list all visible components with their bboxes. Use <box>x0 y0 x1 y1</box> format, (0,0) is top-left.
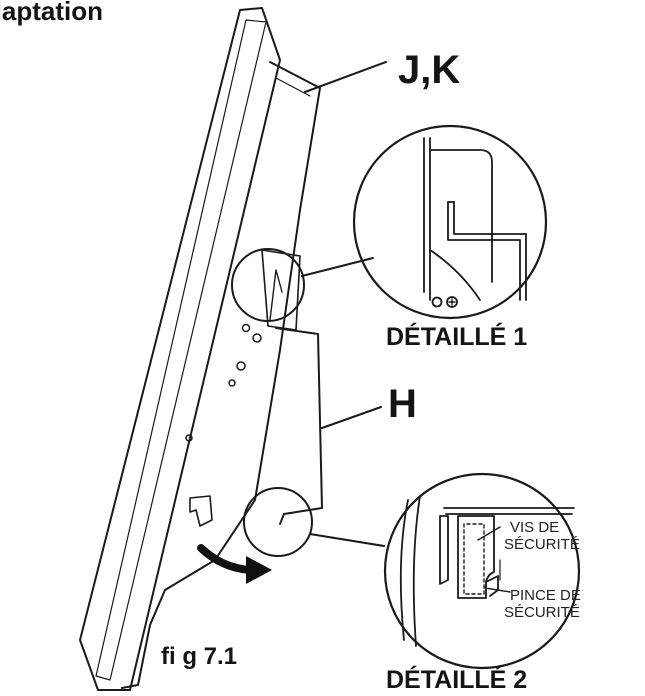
detail1-label: DÉTAILLÉ 1 <box>386 323 528 351</box>
security-screw-label: VIS DE SÉCURITÉ <box>504 519 580 553</box>
leader-detail2 <box>309 533 385 547</box>
security-screw-line1: VIS DE <box>510 519 560 536</box>
detail2-enlarged <box>383 472 581 670</box>
rotate-arrow-shaft <box>197 544 254 574</box>
callout-h: H <box>388 382 417 426</box>
security-clip-line2: SÉCURITÉ <box>504 603 580 621</box>
screw-1 <box>241 323 251 333</box>
detail2-contents <box>399 495 575 647</box>
screw-5 <box>185 434 193 442</box>
detail2-marker <box>243 487 313 557</box>
callout-jk: J,K <box>398 48 461 92</box>
latch <box>189 495 213 527</box>
detail1-marker <box>231 248 305 322</box>
rotate-arrow-head <box>246 556 272 584</box>
monitor-back-inner <box>275 77 311 97</box>
leader-h <box>321 406 382 429</box>
security-clip-label: PINCE DE SÉCURITÉ <box>504 587 581 621</box>
screw-3 <box>236 361 246 371</box>
page-title: daptation <box>0 0 103 26</box>
detail1-contents <box>423 137 527 308</box>
screw-2 <box>252 333 262 343</box>
detail2-label: DÉTAILLÉ 2 <box>386 666 528 694</box>
security-clip-line1: PINCE DE <box>510 587 581 604</box>
security-screw-line2: SÉCURITÉ <box>504 535 580 553</box>
monitor-bezel-inner <box>95 19 267 681</box>
monitor-bezel <box>79 7 281 691</box>
monitor-back <box>121 61 321 689</box>
figure-caption: fi g 7.1 <box>161 643 238 670</box>
screw-4 <box>228 379 236 387</box>
leader-jk <box>304 61 387 93</box>
arm-h <box>275 327 323 515</box>
detail1-enlarged <box>352 124 548 320</box>
